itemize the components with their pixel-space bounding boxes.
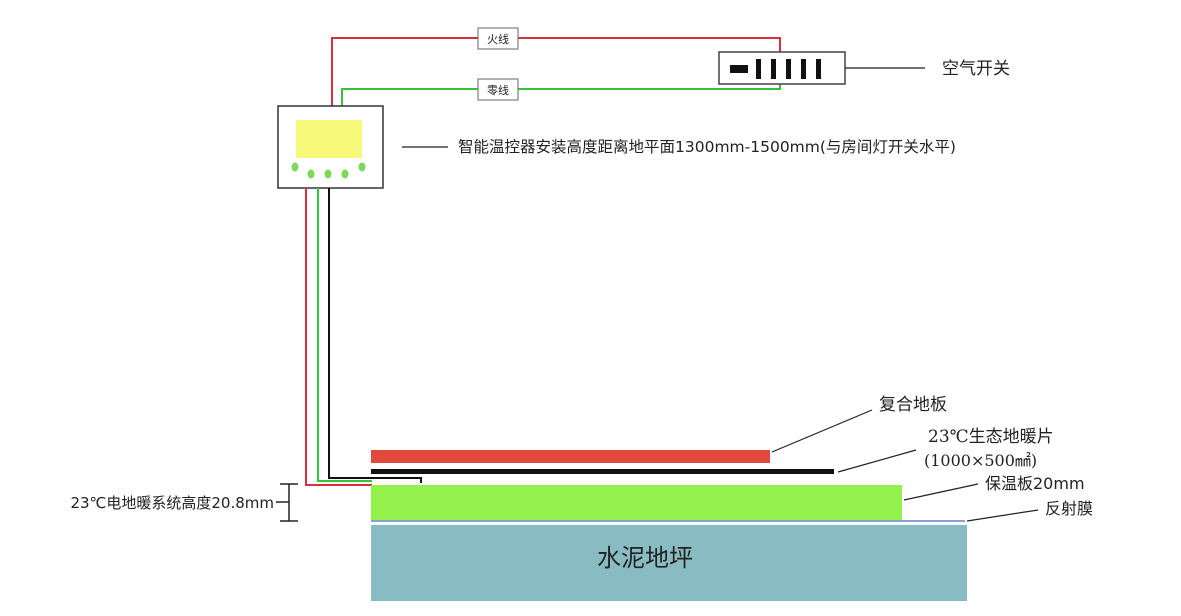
system-height-label: 23℃电地暖系统高度20.8mm	[70, 494, 274, 512]
live-wire-label: 火线	[477, 27, 519, 50]
thermostat-button	[324, 169, 332, 179]
neutral-wire-label: 零线	[477, 78, 519, 101]
breaker-label: 空气开关	[942, 59, 1010, 79]
breaker-slot-wide	[730, 65, 748, 73]
live-wire-text: 火线	[487, 32, 509, 46]
concrete-label: 水泥地坪	[597, 544, 693, 572]
heating-film-label-line1: 23℃生态地暖片	[928, 427, 1054, 447]
heating-film-leader	[837, 449, 917, 473]
thermostat-button	[341, 169, 349, 179]
neutral-wire-text: 零线	[487, 83, 509, 97]
composite-floor-layer	[371, 450, 770, 463]
reflective-film-leader	[966, 509, 1039, 522]
thermostat-button	[291, 162, 299, 172]
insulation-leader	[903, 483, 979, 501]
neutral-wire-down	[317, 188, 372, 482]
breaker-slot	[756, 59, 761, 79]
neutral-wire-top	[341, 78, 781, 106]
reflective-film-layer	[371, 520, 965, 522]
air-breaker	[718, 51, 846, 85]
heating-film-layer	[371, 469, 834, 474]
reflective-film-label: 反射膜	[1045, 499, 1093, 518]
breaker-slot	[816, 59, 821, 79]
thermostat-label: 智能温控器安装高度距离地平面1300mm-1500mm(与房间灯开关水平)	[458, 138, 956, 156]
breaker-slot	[771, 59, 776, 79]
live-wire-top	[331, 37, 781, 106]
thermostat-button	[307, 169, 315, 179]
signal-wire-down	[328, 188, 422, 483]
insulation-label: 保温板20mm	[985, 474, 1085, 493]
heating-film-label-line2: (1000×500㎟)	[924, 451, 1037, 470]
live-wire-down	[305, 188, 372, 486]
composite-floor-leader	[771, 409, 873, 453]
thermostat-screen	[296, 120, 362, 158]
insulation-layer	[371, 485, 902, 520]
thermostat	[277, 105, 384, 189]
system-height-dimension	[276, 483, 298, 522]
breaker-slot	[801, 59, 806, 79]
breaker-slot	[786, 59, 791, 79]
composite-floor-label: 复合地板	[879, 395, 947, 415]
concrete-layer	[371, 525, 967, 601]
thermostat-button	[358, 162, 366, 172]
